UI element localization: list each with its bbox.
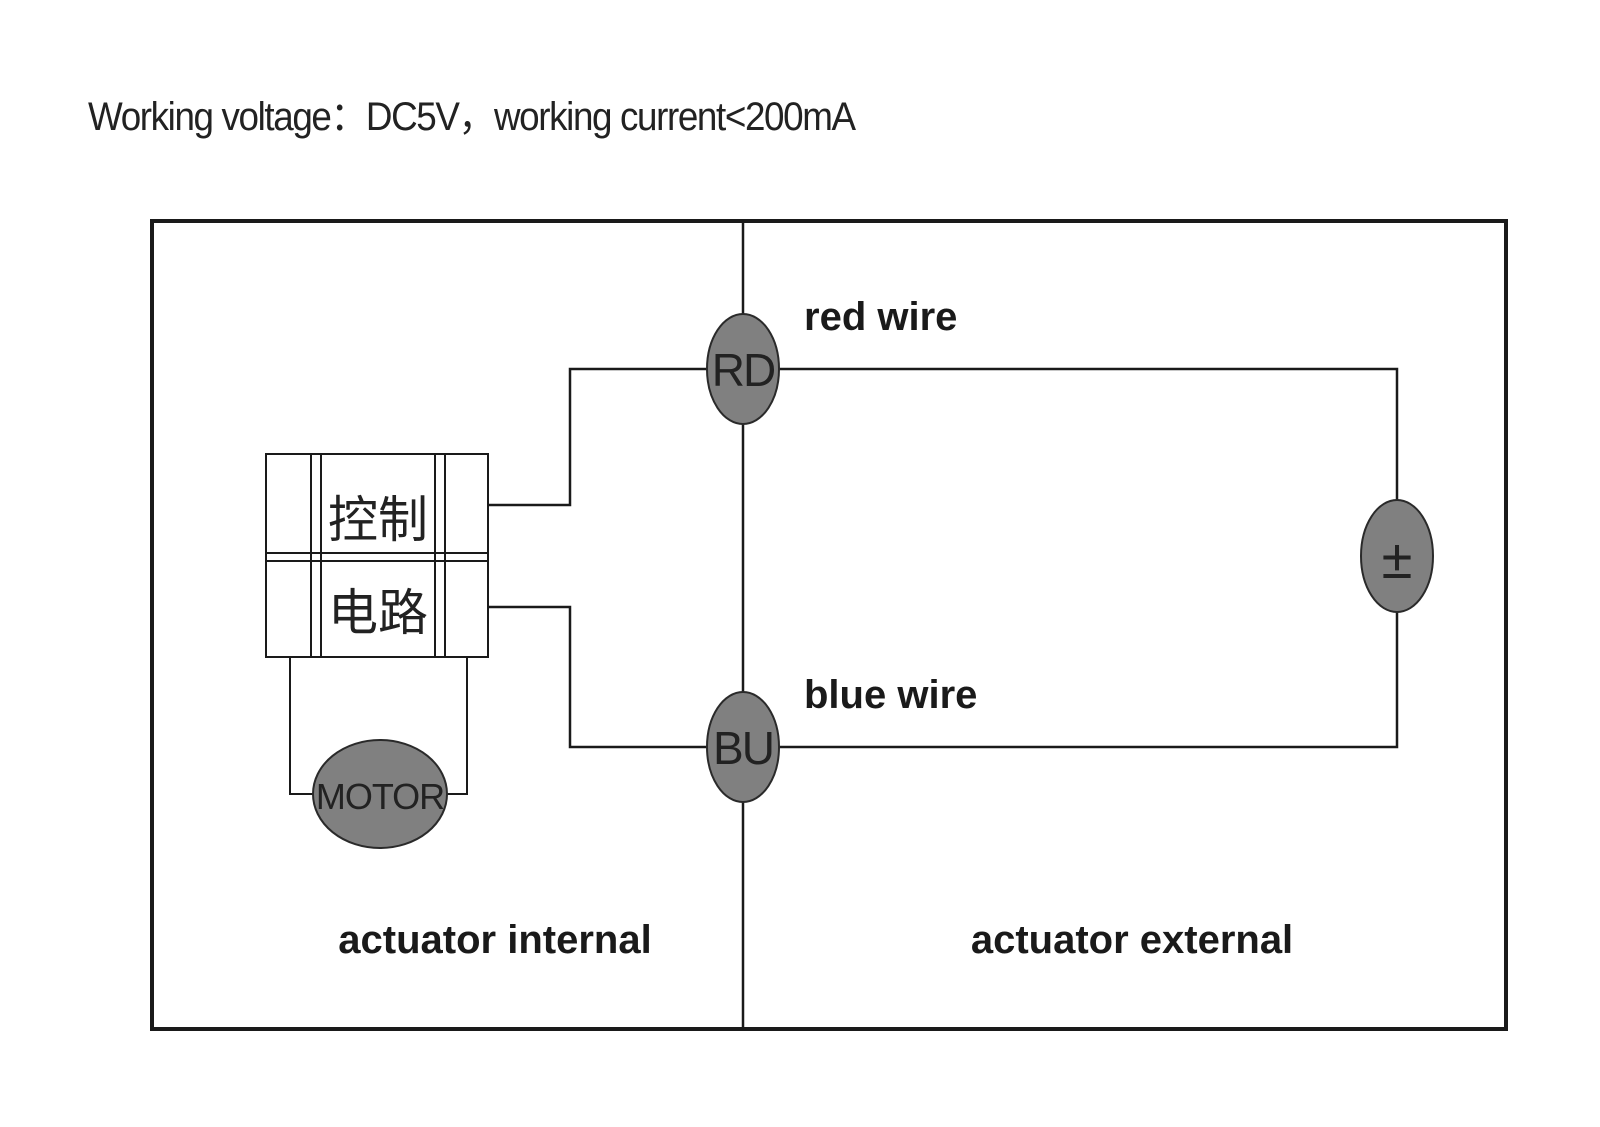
red-wire-external	[778, 367, 1399, 500]
red-terminal-code: RD	[712, 344, 775, 396]
red-wire-internal	[488, 367, 708, 507]
internal-region-label: actuator internal	[338, 918, 651, 962]
motor-wire-left	[289, 657, 315, 795]
actuator-frame	[150, 219, 1508, 1031]
power-source: ±	[1360, 499, 1434, 613]
motor-label: MOTOR	[316, 776, 444, 817]
control-circuit-label-bottom: 电路	[328, 584, 428, 642]
blue-wire-internal	[488, 605, 708, 749]
control-circuit-block: 控制 电路	[265, 453, 489, 658]
red-wire-label: red wire	[804, 295, 957, 339]
external-region-label: actuator external	[971, 918, 1293, 962]
control-circuit-label-top: 控制	[328, 491, 428, 549]
red-terminal: RD	[706, 313, 780, 425]
blue-terminal: BU	[706, 691, 780, 803]
blue-terminal-code: BU	[713, 722, 773, 774]
plus-minus-icon: ±	[1382, 527, 1413, 590]
motor-wire-right	[444, 657, 468, 795]
voltage-spec-heading: Working voltage：DC5V，working current<200…	[88, 95, 856, 139]
blue-wire-external	[778, 612, 1399, 749]
motor: MOTOR	[312, 739, 448, 849]
blue-wire-label: blue wire	[804, 673, 977, 717]
